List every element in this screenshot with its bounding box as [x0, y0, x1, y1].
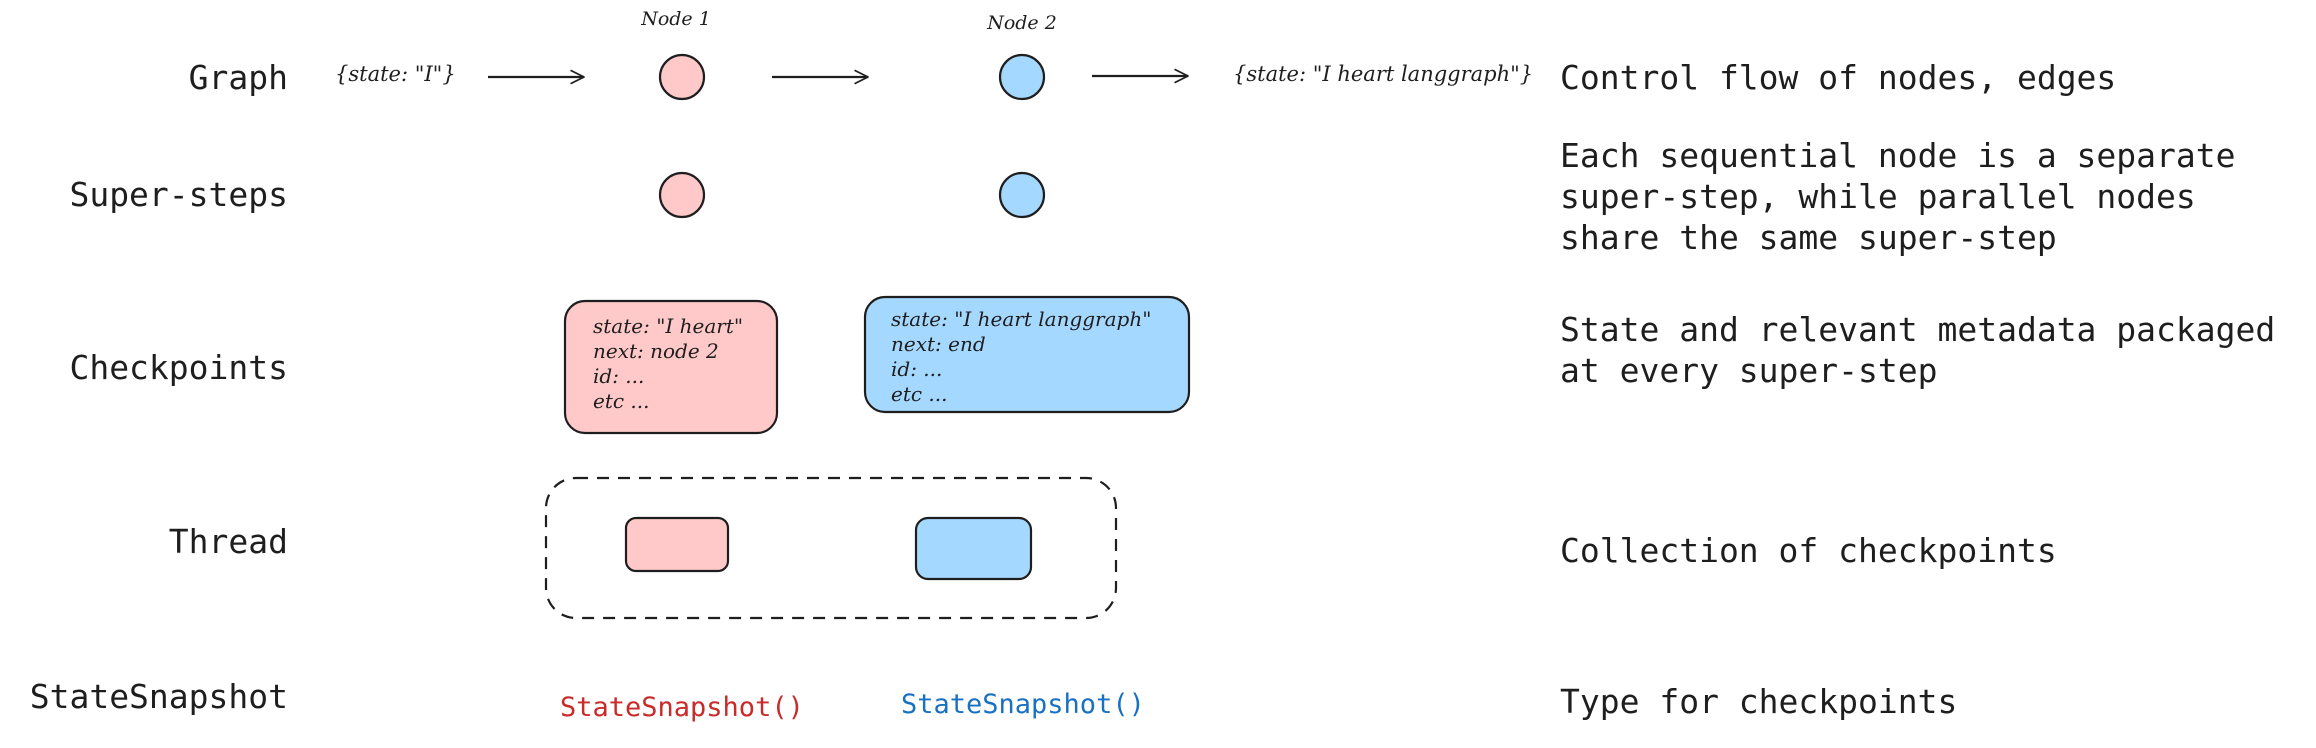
statesnapshot-1: StateSnapshot()	[560, 692, 804, 723]
checkpoints-description-line-2: at every super-step	[1560, 351, 1938, 390]
superstep-node-2	[998, 171, 1046, 219]
checkpoint-card-1	[563, 299, 779, 435]
row-label-statesnapshot: StateSnapshot	[30, 677, 288, 716]
checkpoint-1-line-3: id: ...	[593, 364, 644, 388]
row-label-supersteps: Super-steps	[69, 175, 288, 214]
checkpoint-2-line-1: state: "I heart langgraph"	[891, 307, 1151, 331]
graph-output-state: {state: "I heart langgraph"}	[1233, 62, 1533, 86]
row-label-checkpoints: Checkpoints	[69, 348, 288, 387]
checkpoint-1-line-4: etc ...	[593, 389, 650, 413]
graph-input-state: {state: "I"}	[335, 62, 456, 86]
graph-description: Control flow of nodes, edges	[1560, 58, 2116, 97]
row-label-thread: Thread	[169, 522, 288, 561]
node1-label: Node 1	[640, 8, 711, 30]
thread-checkpoint-2	[914, 516, 1033, 581]
checkpoint-1-line-2: next: node 2	[593, 339, 719, 363]
checkpoints-description-line-1: State and relevant metadata packaged	[1560, 310, 2275, 349]
statesnapshot-2: StateSnapshot()	[901, 689, 1145, 720]
checkpoint-2-line-4: etc ...	[891, 382, 948, 406]
thread-description: Collection of checkpoints	[1560, 531, 2057, 570]
thread-checkpoint-1	[624, 516, 730, 573]
graph-node-1	[658, 53, 706, 101]
node2-label: Node 2	[986, 12, 1057, 34]
superstep-node-1	[658, 171, 706, 219]
supersteps-description-line-1: Each sequential node is a separate	[1560, 136, 2236, 175]
row-label-graph: Graph	[189, 58, 288, 97]
statesnapshot-description: Type for checkpoints	[1560, 682, 1957, 721]
supersteps-description-line-2: super-step, while parallel nodes	[1560, 177, 2196, 216]
checkpoint-card-2	[863, 295, 1191, 414]
checkpoint-2-line-3: id: ...	[891, 357, 942, 381]
checkpoint-2-line-2: next: end	[891, 332, 986, 356]
supersteps-description-line-3: share the same super-step	[1560, 218, 2057, 257]
checkpoint-1-line-1: state: "I heart"	[593, 314, 743, 338]
thread-container	[544, 476, 1118, 620]
graph-node-2	[998, 53, 1046, 101]
